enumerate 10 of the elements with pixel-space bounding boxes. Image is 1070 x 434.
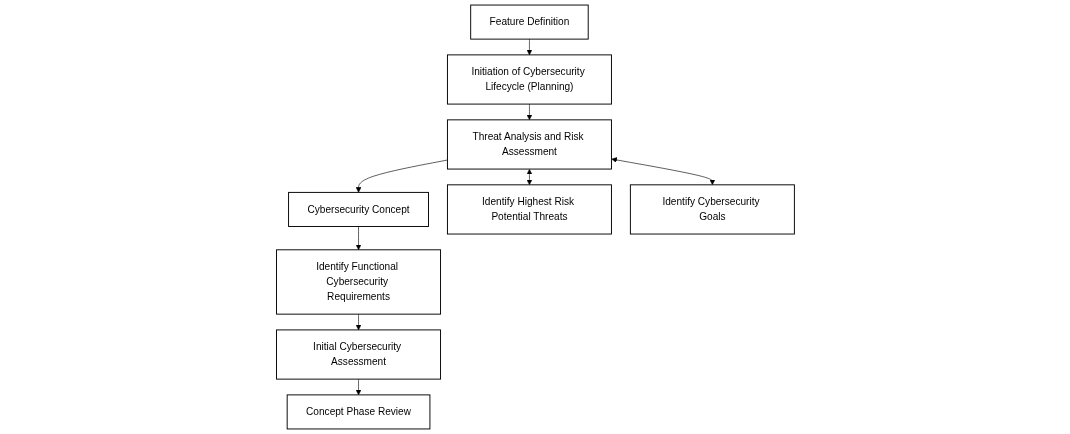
node-box: Initiation of Cybersecurity Lifecycle (Planning)	[446, 54, 612, 105]
node-box: Identify Functional Cybersecurity Requirements	[275, 249, 441, 315]
node-box: Identify Highest Risk Potential Threats	[446, 184, 612, 235]
node-box: Identify Cybersecurity Goals	[629, 184, 795, 235]
node-box: Initial Cybersecurity Assessment	[275, 329, 441, 380]
arrow	[526, 169, 532, 186]
node-box: Concept Phase Review	[286, 394, 430, 430]
node-box: Threat Analysis and Risk Assessment	[446, 119, 612, 170]
node-box: Cybersecurity Concept	[287, 191, 429, 227]
node-box: Feature Definition	[469, 4, 589, 40]
